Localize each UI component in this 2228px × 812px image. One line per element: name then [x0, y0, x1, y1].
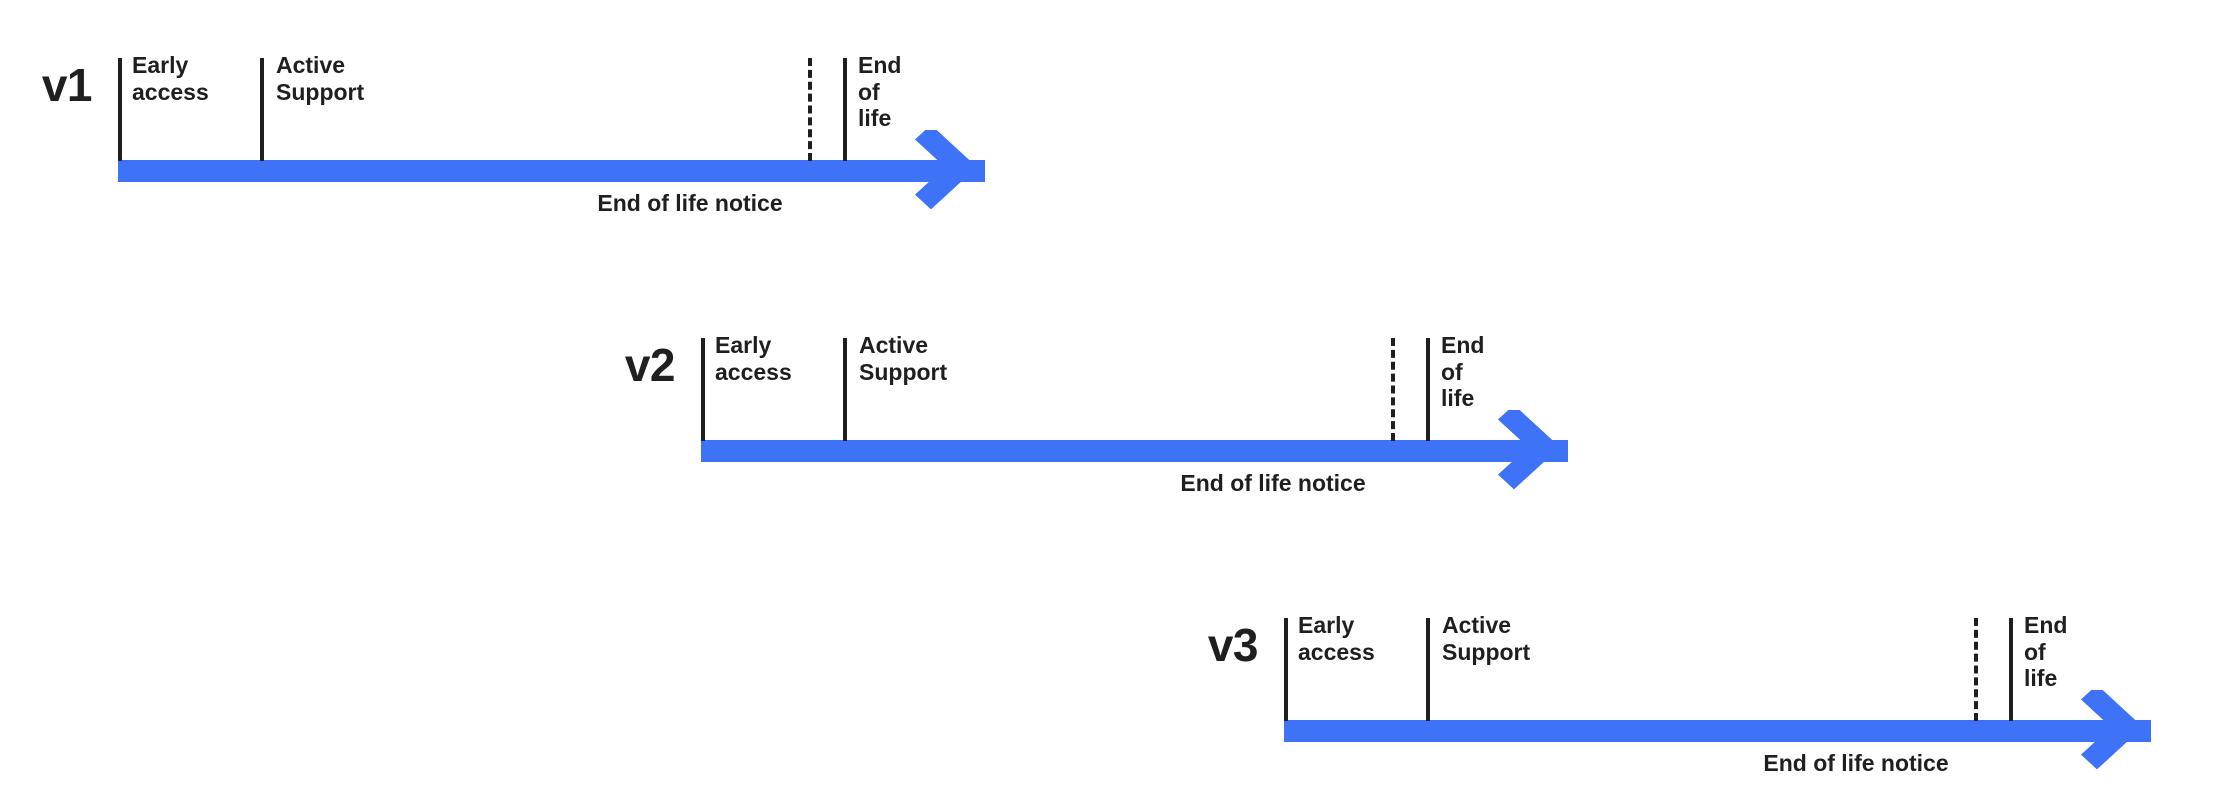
phase-label-end-of-life-v3: End of life — [2024, 612, 2068, 692]
end-of-life-notice-marker-v3 — [1974, 618, 1978, 721]
phase-divider-active-support-v1 — [260, 58, 264, 161]
phase-label-active-support-v2: Active Support — [859, 332, 948, 385]
phase-divider-active-support-v3 — [1426, 618, 1430, 721]
phase-divider-start-v2 — [701, 338, 705, 441]
phase-divider-end-of-life-v3 — [2009, 618, 2013, 721]
phase-label-early-access-v2: Early access — [715, 332, 792, 385]
phase-label-early-access-v3: Early access — [1298, 612, 1375, 665]
end-of-life-notice-label-v3: End of life notice — [1763, 750, 1949, 776]
end-of-life-notice-marker-v2 — [1391, 338, 1395, 441]
arrow-right-icon — [2067, 690, 2151, 772]
phase-label-end-of-life-v2: End of life — [1441, 332, 1485, 412]
phase-divider-start-v3 — [1284, 618, 1288, 721]
phase-divider-end-of-life-v2 — [1426, 338, 1430, 441]
lifecycle-bar-v3 — [1284, 720, 2151, 742]
phase-label-early-access-v1: Early access — [132, 52, 209, 105]
phase-divider-end-of-life-v1 — [843, 58, 847, 161]
phase-label-end-of-life-v1: End of life — [858, 52, 902, 132]
arrow-right-icon — [901, 130, 985, 212]
end-of-life-notice-label-v2: End of life notice — [1180, 470, 1366, 496]
phase-label-active-support-v3: Active Support — [1442, 612, 1531, 665]
lifecycle-bar-v2 — [701, 440, 1568, 462]
phase-label-active-support-v1: Active Support — [276, 52, 365, 105]
arrow-right-icon — [1484, 410, 1568, 492]
phase-divider-start-v1 — [118, 58, 122, 161]
phase-divider-active-support-v2 — [843, 338, 847, 441]
version-label-v2: v2 — [624, 339, 676, 391]
end-of-life-notice-label-v1: End of life notice — [597, 190, 783, 216]
version-label-v3: v3 — [1207, 619, 1259, 671]
lifecycle-bar-v1 — [118, 160, 985, 182]
end-of-life-notice-marker-v1 — [808, 58, 812, 161]
version-label-v1: v1 — [41, 59, 93, 111]
